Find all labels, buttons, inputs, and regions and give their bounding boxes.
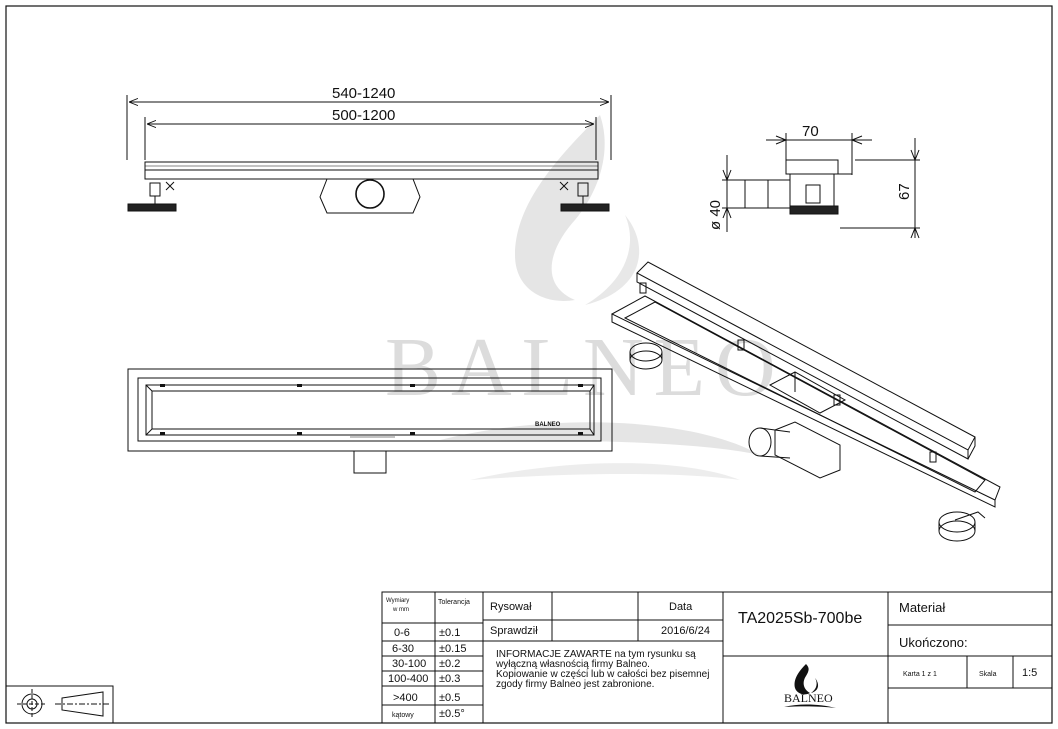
outlet-body [319,178,421,214]
tolerance-range-5: kątowy [392,712,414,719]
watermark-swoosh [440,422,760,455]
info-line-3: Kopiowanie w części lub w całości bez pi… [496,669,709,680]
grate-brand-label: BALNEO [535,422,561,428]
tolerance-range-3: 100-400 [388,673,428,685]
outlet-pipe [355,179,385,209]
date-value: 2016/6/24 [661,625,710,637]
checked-by-label: Sprawdził [490,625,538,637]
info-line-1: INFORMACJE ZAWARTE na tym rysunku są [496,649,696,660]
iso-outlet-box [774,421,841,479]
part-number: TA2025Sb-700be [738,610,862,627]
leveling-foot-left [127,203,177,212]
grate-panel [151,390,591,430]
tolerance-value-2: ±0.2 [439,658,460,670]
date-label: Data [669,601,693,613]
tolerance-value-4: ±0.5 [439,692,460,704]
front-view [126,95,612,214]
info-line-2: wyłączną własnością firmy Balneo. [495,659,650,670]
balneo-logo: BALNEO [784,664,836,708]
finished-label: Ukończono: [899,635,968,650]
scale-value: 1:5 [1022,667,1037,679]
tolerance-header-dims-1: Wymiary [386,598,409,604]
drawn-by-label: Rysował [490,601,532,613]
dimension-inner-label: 500-1200 [332,107,395,124]
logo-text: BALNEO [784,691,833,705]
tolerance-range-0: 0-6 [394,627,410,639]
side-view [722,133,920,239]
title-block [5,591,1053,724]
tolerance-range-4: >400 [393,692,418,704]
dimension-height-label: 67 [896,183,913,200]
tolerance-value-3: ±0.3 [439,673,460,685]
watermark-text: BALNEO [385,321,786,414]
isometric-view [610,261,1001,542]
info-line-4: zgody firmy Balneo jest zabronione. [496,679,654,690]
tolerance-range-2: 30-100 [392,658,426,670]
top-view-outlet [353,450,387,474]
side-leveling-foot [789,205,839,215]
projection-symbol-box [5,685,114,724]
top-view [127,368,613,474]
sheet-label: Karta 1 z 1 [903,671,937,678]
balneo-watermark: BALNEO [385,115,786,480]
leveling-foot-right [560,203,610,212]
logo-drop-icon [794,664,810,695]
tolerance-value-0: ±0.1 [439,627,460,639]
tolerance-value-5: ±0.5° [439,708,465,720]
material-label: Materiał [899,600,945,615]
tolerance-value-1: ±0.15 [439,643,466,655]
scale-label: Skala [979,671,997,678]
dimension-width-label: 70 [802,123,819,140]
side-channel-profile [785,159,839,175]
tolerance-range-1: 6-30 [392,643,414,655]
dimension-diameter-label: ø 40 [707,200,724,230]
tolerance-header-tol: Tolerancja [438,599,470,606]
watermark-drop-icon [515,115,605,301]
dimension-overall-label: 540-1240 [332,85,395,102]
iso-outlet-pipe [748,427,772,457]
tolerance-header-dims-2: w mm [392,607,409,613]
